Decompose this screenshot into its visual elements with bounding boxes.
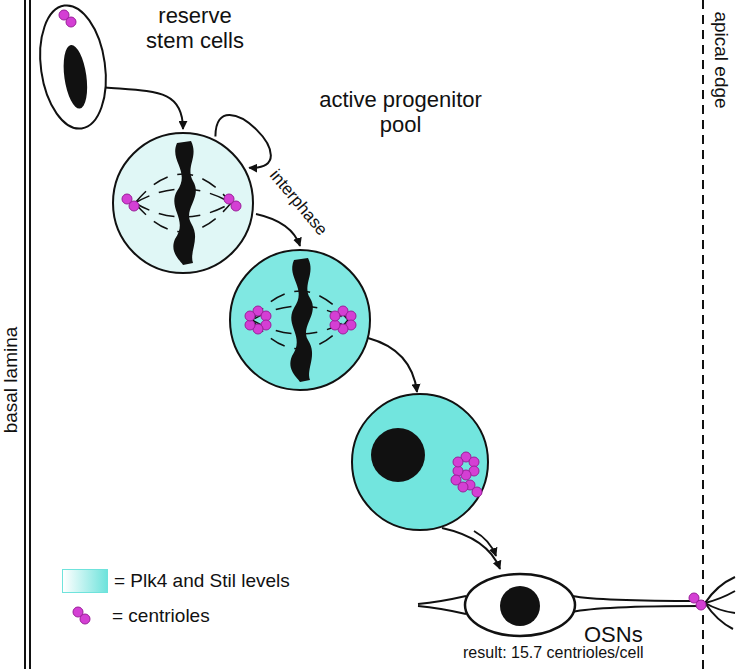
legend-text: = Plk4 and Stil levels	[114, 570, 290, 592]
centriole	[59, 10, 76, 27]
cell-node: reserve stem cells	[38, 3, 108, 131]
cell-node: active progenitor pool	[111, 131, 255, 275]
centriole	[689, 593, 706, 610]
cell-label: OSNs	[584, 622, 643, 647]
legend-swatch	[62, 569, 108, 593]
osn-body	[465, 574, 575, 636]
centriole	[224, 194, 241, 211]
cell-shape	[462, 572, 578, 638]
centriole	[122, 194, 139, 211]
progenitor-cell	[230, 250, 370, 390]
legend-item: = centrioles	[62, 605, 210, 627]
basal-lamina-line	[25, 0, 30, 669]
stem-cell-outline	[33, 1, 114, 133]
lineage-arrow	[105, 88, 183, 130]
progenitor-cell-outline	[113, 133, 253, 273]
legend-sample-space	[62, 605, 106, 627]
lineage-arrow	[256, 214, 500, 569]
region-label: apical edge	[711, 11, 732, 108]
apical-edge-line	[702, 0, 704, 669]
arrow-label: interphase	[265, 167, 330, 240]
progenitor-cell	[352, 394, 488, 530]
cell-shape	[38, 3, 108, 131]
nucleus	[500, 586, 540, 626]
cell-label: reserve stem cells	[135, 3, 255, 54]
legend-item: = Plk4 and Stil levels	[62, 569, 290, 593]
cell-node: OSNsresult: 15.7 centrioles/cell	[462, 572, 578, 638]
result-note: result: 15.7 centrioles/cell	[463, 644, 644, 662]
cell-shape	[111, 131, 255, 275]
legend-text: = centrioles	[112, 605, 210, 627]
chromosomes	[135, 141, 231, 265]
legend-sample	[73, 607, 90, 624]
region-label: basal lamina	[1, 327, 22, 434]
cell-label: active progenitor pool	[318, 87, 483, 138]
